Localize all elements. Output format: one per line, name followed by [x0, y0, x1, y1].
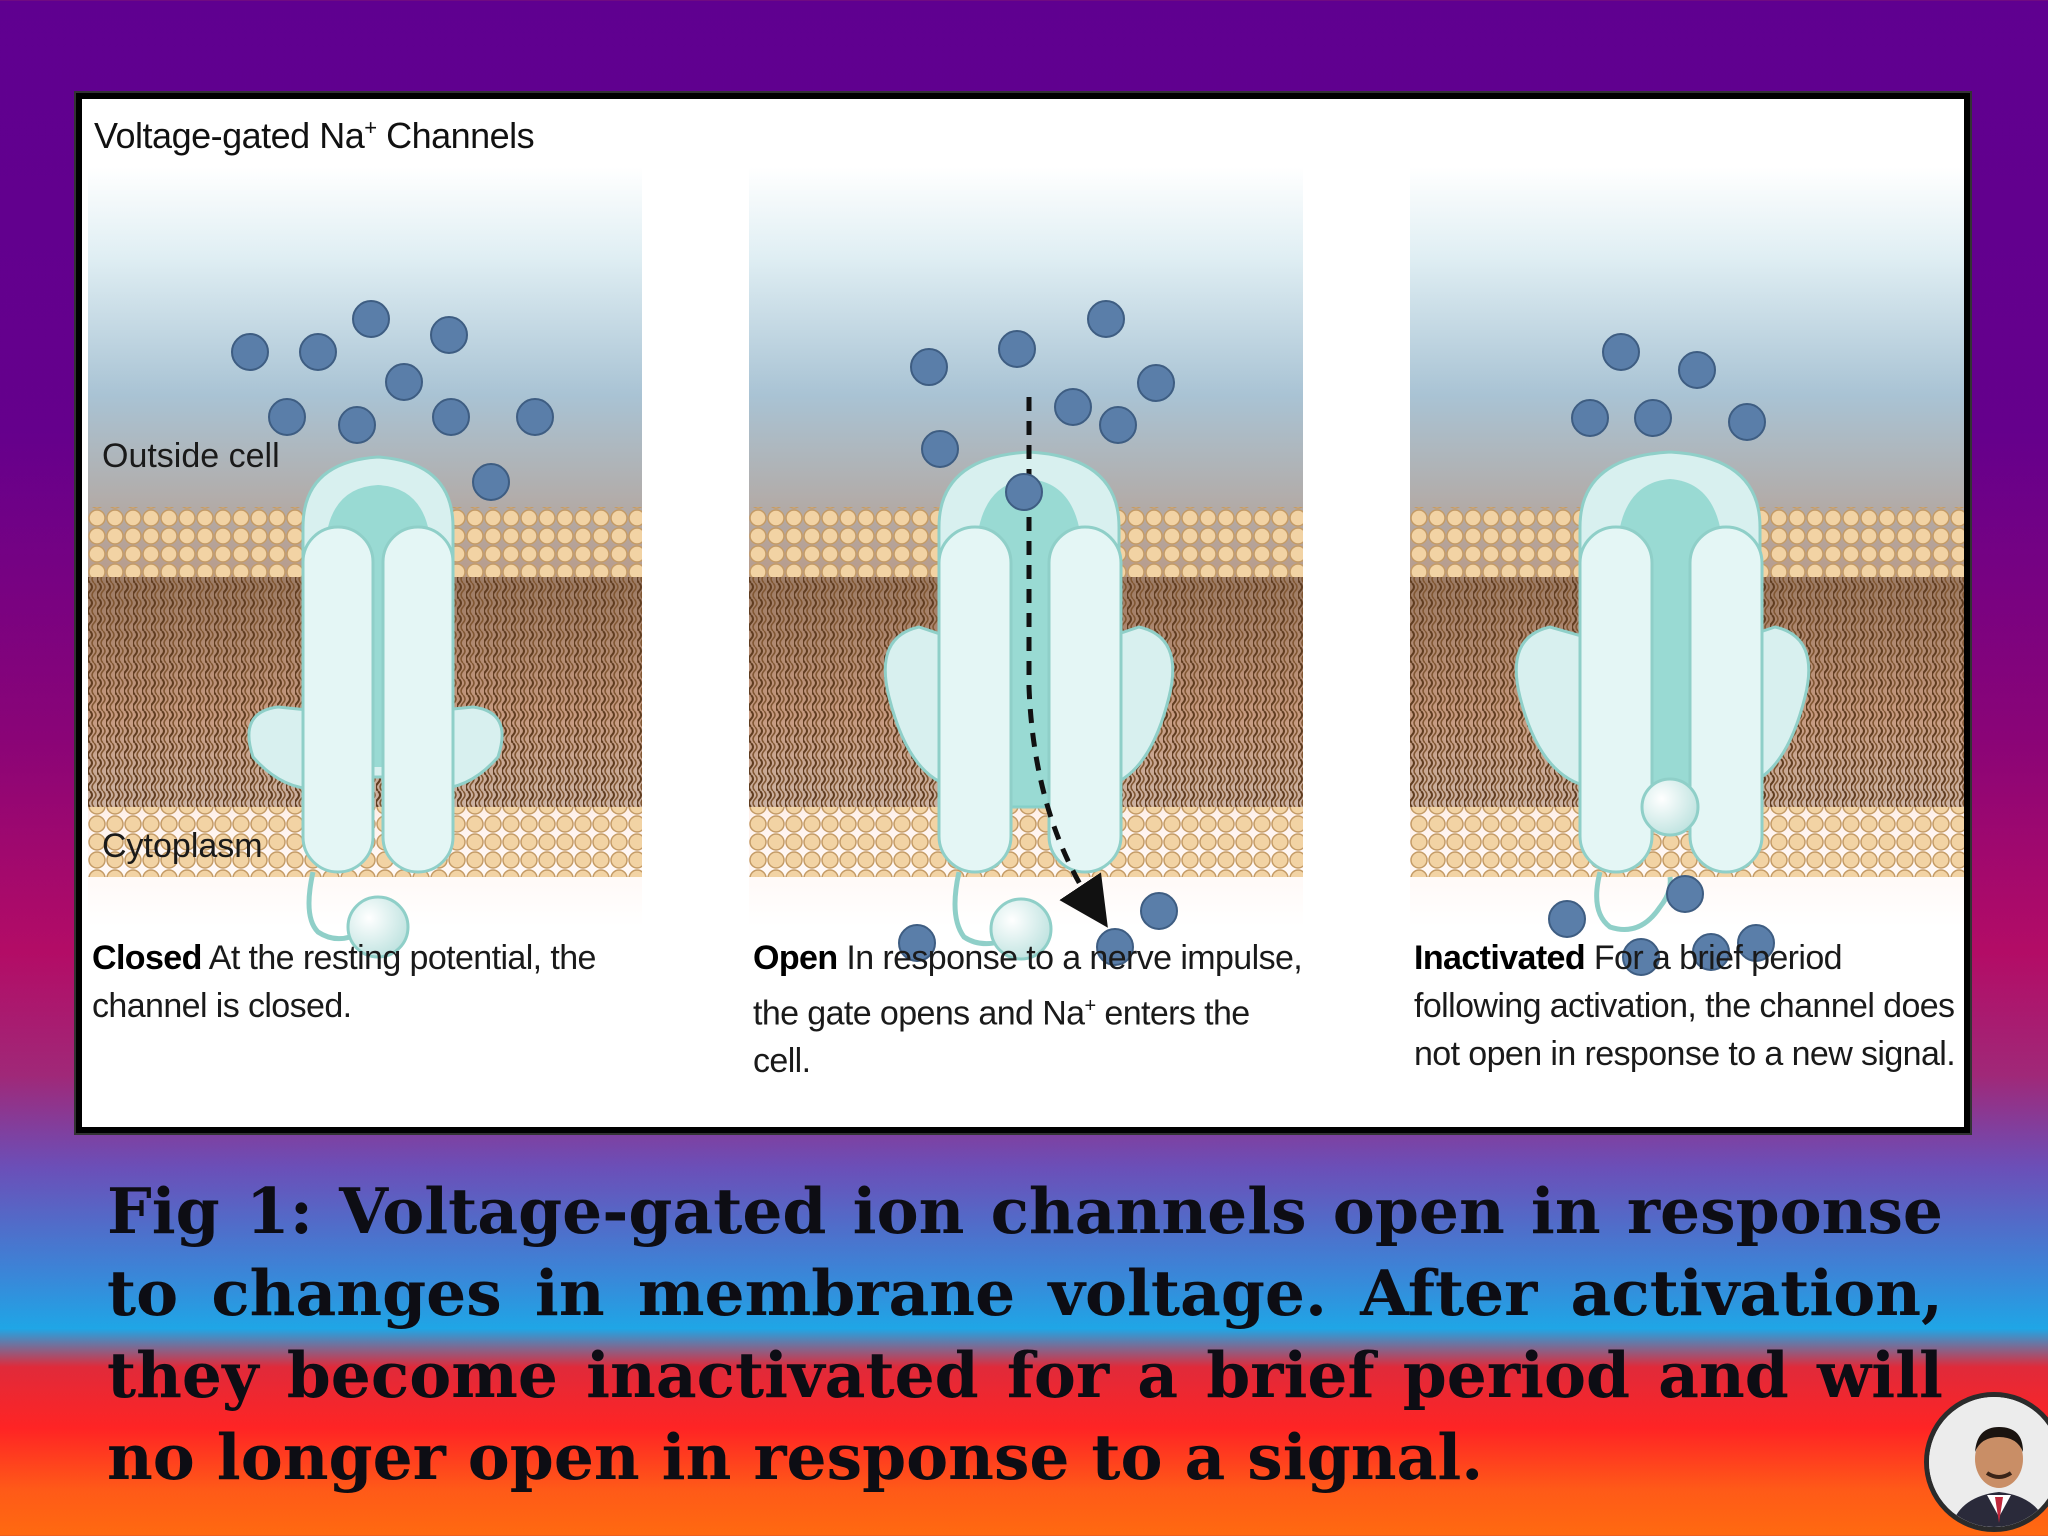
inactivated-caption: Inactivated For a brief period following…	[1414, 939, 1956, 1073]
outside-cell-label: Outside cell	[102, 437, 280, 475]
figure-caption: Fig 1: Voltage-gated ion channels open i…	[107, 1174, 1943, 1494]
closed-state-label: Closed	[92, 939, 202, 977]
open-state-label: Open	[753, 939, 838, 977]
diagram-title: Voltage-gated Na+ Channels	[94, 115, 535, 156]
open-caption: Open In response to a nerve impulse, the…	[753, 939, 1303, 1081]
closed-caption: Closed At the resting potential, the cha…	[92, 939, 596, 1025]
inactivated-state-label: Inactivated	[1414, 939, 1586, 977]
panel-closed: Outside cell Cytoplasm Closed At the res…	[88, 167, 642, 1031]
inactivated-channel-illustration	[1410, 167, 1964, 976]
panel-open: Open In response to a nerve impulse, the…	[749, 167, 1303, 1080]
presenter-avatar	[1924, 1392, 2048, 1532]
panel-inactivated: Inactivated For a brief period following…	[1410, 167, 1964, 1073]
diagram-frame: Voltage-gated Na+ Channels	[76, 93, 1970, 1133]
presenter-portrait-icon	[1929, 1397, 2048, 1527]
open-channel-illustration	[749, 167, 1303, 966]
closed-channel-illustration	[88, 167, 642, 959]
cytoplasm-label: Cytoplasm	[102, 827, 263, 865]
